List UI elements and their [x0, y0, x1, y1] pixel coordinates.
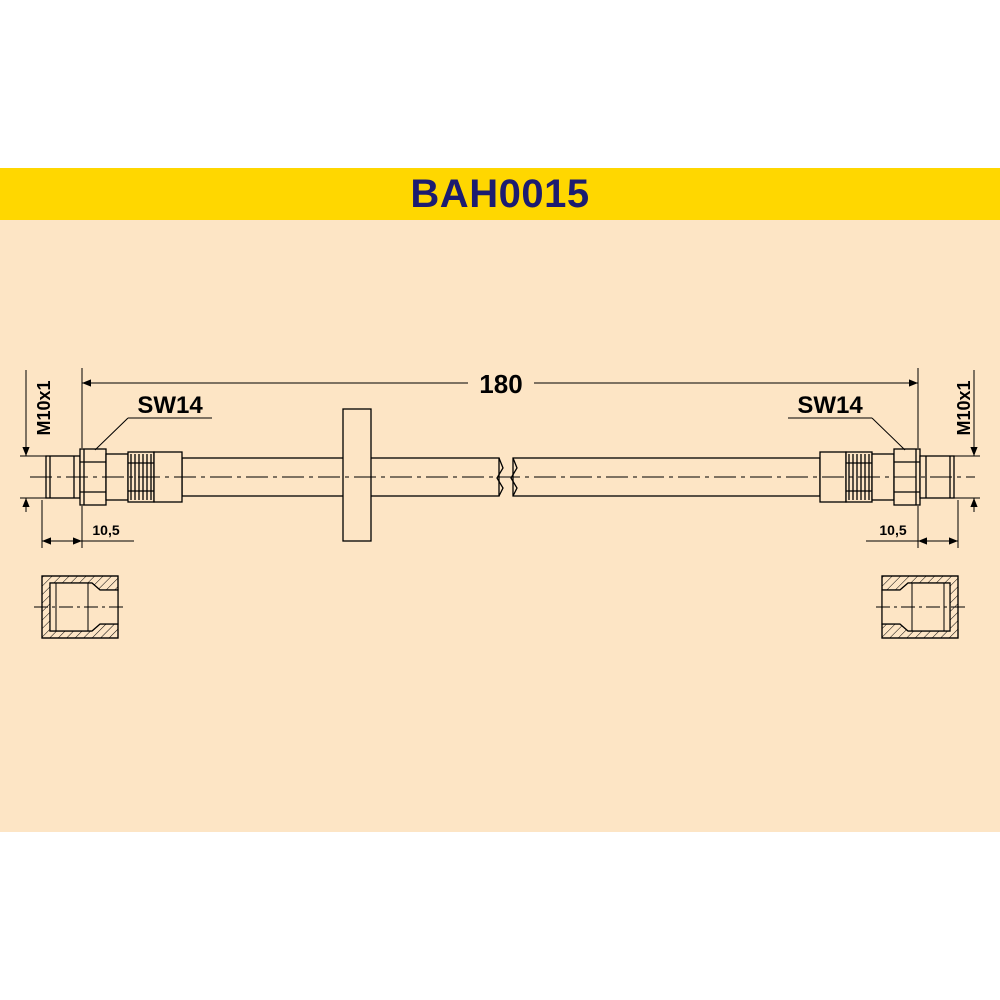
right-wrench-leader — [788, 417, 906, 451]
right-wrench-label: SW14 — [797, 392, 863, 419]
left-thread-dimension — [20, 370, 46, 512]
left-wrench-leader — [94, 417, 212, 451]
part-number-title: BAH0015 — [410, 172, 590, 216]
left-port-section — [34, 575, 124, 639]
right-fitting-length-label: 10,5 — [879, 522, 906, 538]
hose-right-segment — [512, 457, 821, 497]
left-fitting-length-dimension — [41, 500, 134, 548]
left-fitting-length-label: 10,5 — [92, 522, 119, 538]
mounting-bracket — [342, 408, 372, 542]
right-thread-label: M10x1 — [954, 380, 974, 435]
header-bar — [0, 168, 1000, 220]
length-dimension — [81, 368, 919, 448]
right-fitting-length-dimension — [866, 500, 959, 548]
length-label: 180 — [479, 369, 522, 399]
drawing-area — [0, 220, 1000, 832]
left-thread-label: M10x1 — [34, 380, 54, 435]
hose-break-mark — [496, 457, 518, 497]
left-wrench-label: SW14 — [137, 392, 203, 419]
right-port-section — [876, 575, 966, 639]
right-thread-dimension — [954, 370, 980, 512]
